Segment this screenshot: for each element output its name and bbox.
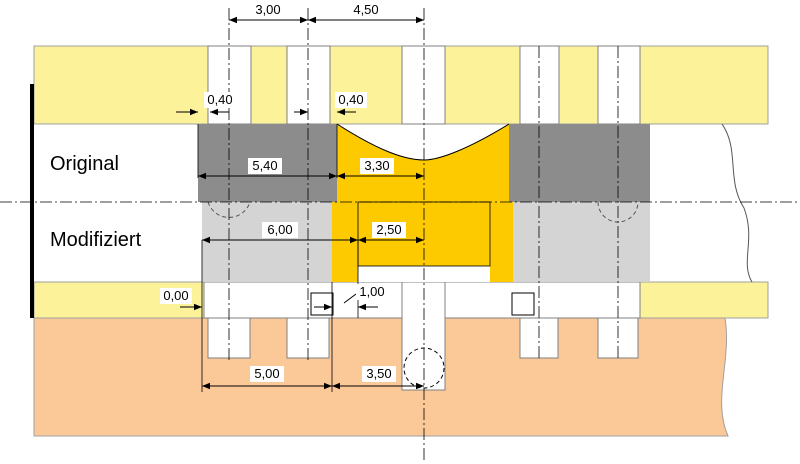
dim-bottom-right: 3,50	[366, 366, 391, 381]
dim-mod-slot: 2,50	[376, 222, 401, 237]
dim-gap-bottom-right: 1,00	[359, 284, 384, 299]
dim-gap-bottom-left: 0,00	[163, 288, 188, 303]
top-pin	[401, 45, 446, 125]
dim-mod-block: 6,00	[267, 222, 292, 237]
top-pin	[286, 45, 331, 125]
small-square	[310, 292, 334, 316]
dim-orig-slot: 3,30	[364, 158, 389, 173]
modified-block-right	[513, 202, 650, 282]
dim-top-left: 3,00	[255, 2, 280, 17]
bottom-pin-center	[401, 281, 446, 391]
small-square	[511, 292, 535, 316]
original-block-right	[509, 124, 650, 202]
top-yellow-strip	[33, 45, 769, 125]
dim-gap-left: 0,40	[207, 92, 232, 107]
dim-gap-right: 0,40	[338, 92, 363, 107]
original-slot	[337, 124, 509, 202]
center-lines	[0, 8, 800, 460]
top-pin	[597, 45, 641, 125]
top-pin	[519, 45, 560, 125]
modified-block-left	[202, 202, 332, 282]
dim-top-right: 4,50	[353, 2, 378, 17]
label-modified: Modifiziert	[50, 229, 142, 251]
dim-orig-block: 5,40	[252, 158, 277, 173]
dim-bottom-left: 5,00	[254, 366, 279, 381]
left-bar	[30, 84, 34, 318]
break-line	[721, 123, 753, 283]
label-original: Original	[50, 153, 119, 175]
